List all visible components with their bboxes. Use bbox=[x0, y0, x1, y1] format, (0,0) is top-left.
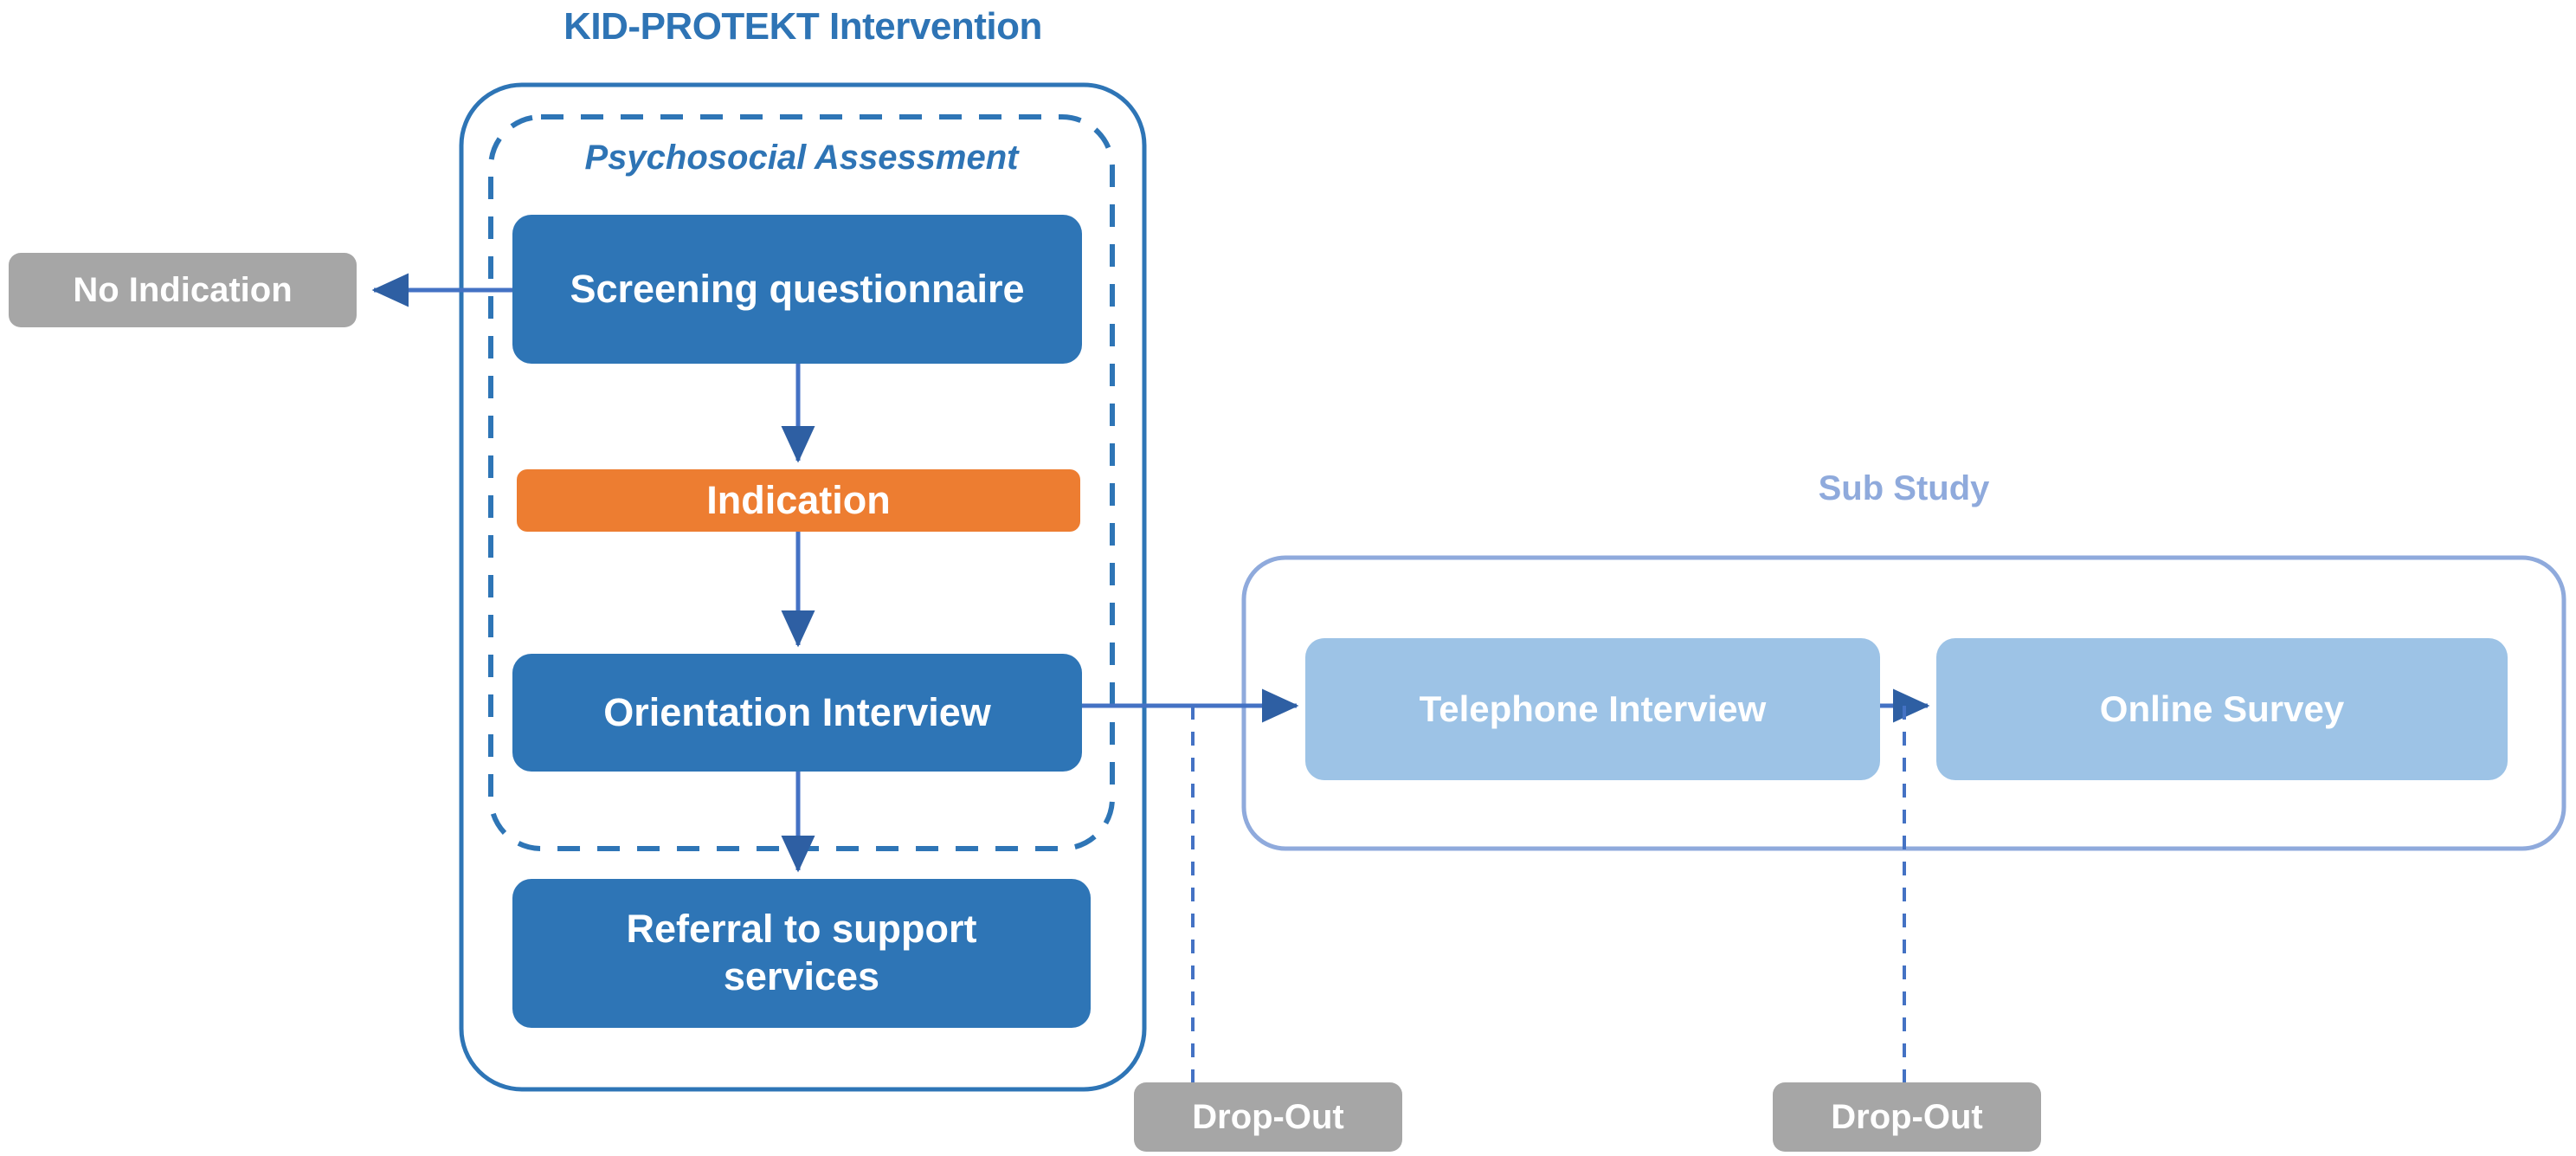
node-no-indication[interactable]: No Indication bbox=[9, 253, 357, 327]
diagram-title: KID-PROTEKT Intervention bbox=[564, 5, 1042, 48]
node-orientation-interview[interactable]: Orientation Interview bbox=[512, 654, 1082, 772]
node-referral-to-support-services[interactable]: Referral to support services bbox=[512, 879, 1091, 1028]
psychosocial-assessment-label: Psychosocial Assessment bbox=[584, 139, 1019, 177]
node-dropout-intervention[interactable]: Drop-Out bbox=[1134, 1082, 1402, 1152]
node-indication[interactable]: Indication bbox=[517, 469, 1080, 532]
node-telephone-interview[interactable]: Telephone Interview bbox=[1305, 638, 1880, 780]
sub-study-title: Sub Study bbox=[1818, 469, 1990, 507]
node-dropout-sub-study[interactable]: Drop-Out bbox=[1773, 1082, 2041, 1152]
container-kid-protekt bbox=[459, 82, 1147, 1092]
node-screening-questionnaire[interactable]: Screening questionnaire bbox=[512, 215, 1082, 364]
node-online-survey[interactable]: Online Survey bbox=[1936, 638, 2508, 780]
